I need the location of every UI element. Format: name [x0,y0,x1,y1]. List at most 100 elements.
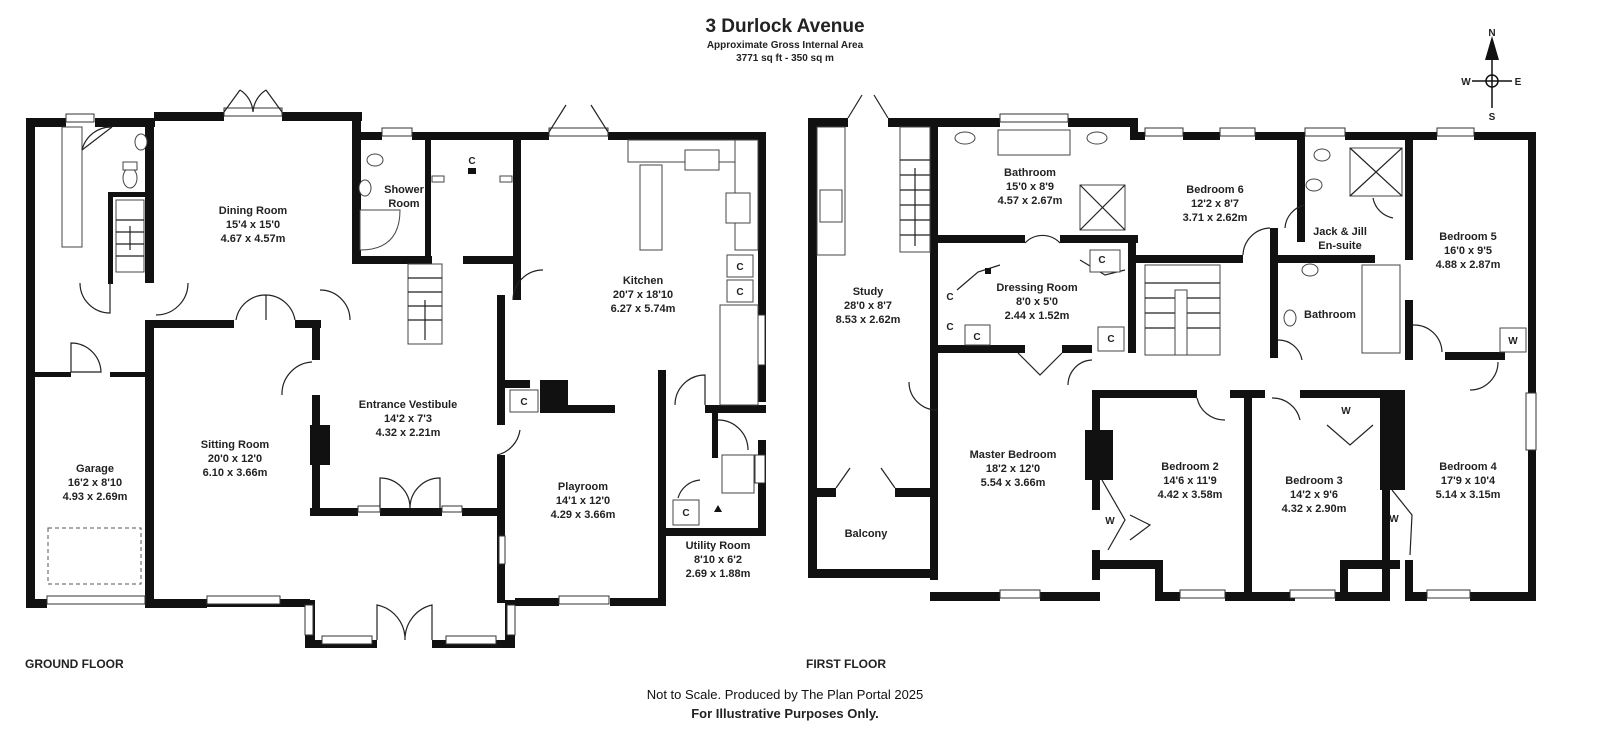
compass-e: E [1515,77,1522,88]
room-imperial: 16'2 x 8'10 [68,477,122,489]
room-name: Playroom [558,481,608,493]
cupboard-label: C [682,508,689,519]
first-floor-labels: Bathroom 15'0 x 8'9 4.57 x 2.67m Bedroom… [836,167,1501,540]
room-imperial: 16'0 x 9'5 [1444,245,1492,257]
wardrobe-label: W [1508,336,1518,347]
room-dressing: Dressing Room 8'0 x 5'0 2.44 x 1.52m [996,282,1078,322]
room-name-2: Room [388,198,419,210]
cupboard-label: C [1098,255,1105,266]
cupboard-label: C [1107,334,1114,345]
room-name: Bedroom 2 [1161,461,1218,473]
room-imperial: 20'7 x 18'10 [613,289,673,301]
room-bedroom-5: Bedroom 5 16'0 x 9'5 4.88 x 2.87m [1436,231,1501,271]
room-metric: 4.67 x 4.57m [221,233,286,245]
room-imperial: 14'2 x 9'6 [1290,489,1338,501]
compass-s: S [1489,112,1496,123]
room-imperial: 14'2 x 7'3 [384,413,432,425]
room-entrance-vestibule: Entrance Vestibule 14'2 x 7'3 4.32 x 2.2… [359,399,457,439]
room-balcony: Balcony [845,528,889,540]
ground-floor-label: GROUND FLOOR [25,657,124,671]
room-imperial: 8'0 x 5'0 [1016,296,1058,308]
room-imperial: 12'2 x 8'7 [1191,198,1239,210]
footer-note: Not to Scale. Produced by The Plan Porta… [647,687,924,702]
room-imperial: 14'1 x 12'0 [556,495,610,507]
room-name: Study [853,286,884,298]
room-imperial: 28'0 x 8'7 [844,300,892,312]
room-bedroom-3: Bedroom 3 14'2 x 9'6 4.32 x 2.90m [1282,475,1347,515]
ground-floor-fixtures [46,89,766,645]
area-value: 3771 sq ft - 350 sq m [736,53,834,64]
room-metric: 6.27 x 5.74m [611,303,676,315]
cupboard-label: C [468,156,475,167]
room-bedroom-2: Bedroom 2 14'6 x 11'9 4.42 x 3.58m [1158,461,1223,501]
area-label: Approximate Gross Internal Area [707,40,864,51]
room-metric: 6.10 x 3.66m [203,467,268,479]
cupboard-label: C [736,287,743,298]
room-name: Bathroom [1304,309,1356,321]
room-master-bedroom: Master Bedroom 18'2 x 12'0 5.54 x 3.66m [970,449,1057,489]
plan-title: 3 Durlock Avenue [705,16,864,37]
room-imperial: 8'10 x 6'2 [694,554,742,566]
room-utility: Utility Room 8'10 x 6'2 2.69 x 1.88m [686,540,751,580]
ground-floor-labels: Dining Room 15'4 x 15'0 4.67 x 4.57m Sho… [63,184,751,580]
room-metric: 4.32 x 2.21m [376,427,441,439]
cupboard-label: C [973,332,980,343]
cupboard-label: C [736,262,743,273]
compass-n: N [1488,28,1495,39]
room-metric: 4.42 x 3.58m [1158,489,1223,501]
room-metric: 8.53 x 2.62m [836,314,901,326]
room-jack-and-jill: Jack & Jill En-suite [1313,226,1367,252]
room-bathroom-2: Bathroom [1304,309,1356,321]
room-imperial: 14'6 x 11'9 [1163,475,1217,487]
room-name: Bedroom 5 [1439,231,1496,243]
room-metric: 4.29 x 3.66m [551,509,616,521]
ground-floor-walls [26,112,766,648]
room-name: Shower [384,184,424,196]
room-name: Balcony [845,528,889,540]
wardrobe-label: W [1341,406,1351,417]
room-name: Bathroom [1004,167,1056,179]
room-sitting: Sitting Room 20'0 x 12'0 6.10 x 3.66m [201,439,270,479]
room-imperial: 20'0 x 12'0 [208,453,262,465]
room-imperial: 18'2 x 12'0 [986,463,1040,475]
room-imperial: 15'4 x 15'0 [226,219,280,231]
room-name: Bedroom 6 [1186,184,1243,196]
first-floor-fixtures [816,94,1537,599]
room-name: Dining Room [219,205,288,217]
room-kitchen: Kitchen 20'7 x 18'10 6.27 x 5.74m [611,275,676,315]
compass-icon: N S W E [1461,28,1521,123]
wardrobe-label: W [1105,516,1115,527]
first-floor-storage: C C C C C W W W W [946,249,1527,527]
room-study: Study 28'0 x 8'7 8.53 x 2.62m [836,286,901,326]
room-name-2: En-suite [1318,240,1361,252]
room-imperial: 17'9 x 10'4 [1441,475,1496,487]
room-garage: Garage 16'2 x 8'10 4.93 x 2.69m [63,463,128,503]
cupboard-label: C [946,322,953,333]
room-metric: 4.57 x 2.67m [998,195,1063,207]
room-name: Garage [76,463,114,475]
room-name: Entrance Vestibule [359,399,457,411]
room-bedroom-4: Bedroom 4 17'9 x 10'4 5.14 x 3.15m [1436,461,1501,501]
room-metric: 2.44 x 1.52m [1005,310,1070,322]
room-name: Bedroom 4 [1439,461,1497,473]
ground-floor-cupboards: C C C C C C [468,156,754,526]
wardrobe-label: W [1389,514,1399,525]
room-metric: 5.14 x 3.15m [1436,489,1501,501]
room-name: Kitchen [623,275,664,287]
room-metric: 2.69 x 1.88m [686,568,751,580]
room-metric: 4.88 x 2.87m [1436,259,1501,271]
room-imperial: 15'0 x 8'9 [1006,181,1054,193]
room-name: Jack & Jill [1313,226,1367,238]
room-metric: 3.71 x 2.62m [1183,212,1248,224]
arrow-icon [714,505,722,512]
first-floor-label: FIRST FLOOR [806,657,886,671]
room-bathroom: Bathroom 15'0 x 8'9 4.57 x 2.67m [998,167,1063,207]
room-metric: 5.54 x 3.66m [981,477,1046,489]
room-playroom: Playroom 14'1 x 12'0 4.29 x 3.66m [551,481,616,521]
room-dining: Dining Room 15'4 x 15'0 4.67 x 4.57m [219,205,288,245]
room-shower: Shower Room [384,184,424,210]
first-floor-walls [808,118,1536,601]
room-name: Dressing Room [996,282,1078,294]
room-bedroom-6: Bedroom 6 12'2 x 8'7 3.71 x 2.62m [1183,184,1248,224]
